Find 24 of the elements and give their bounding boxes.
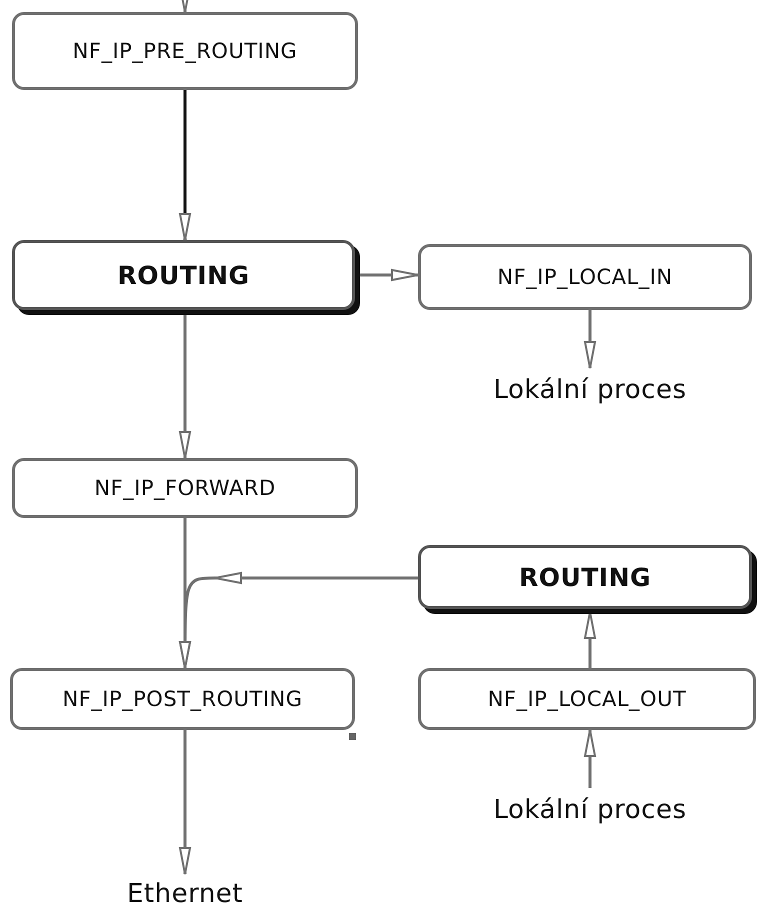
node-label: NF_IP_LOCAL_OUT [488, 687, 686, 711]
node-label: ROUTING [117, 260, 250, 290]
arrow [179, 313, 191, 459]
endpoint-label: Ethernet [127, 879, 243, 909]
endpoint-label: Lokální proces [493, 795, 687, 825]
endpoint-label: Lokální proces [493, 375, 687, 405]
arrow [584, 310, 596, 369]
node-label: NF_IP_LOCAL_IN [497, 265, 673, 289]
hook-box [418, 244, 752, 310]
arrow [179, 0, 191, 13]
node-label: NF_IP_POST_ROUTING [62, 687, 302, 711]
node-label: NF_IP_FORWARD [94, 476, 276, 500]
hook-box [418, 668, 756, 730]
hook-box [12, 458, 358, 518]
arrow [584, 729, 596, 788]
arrow [178, 572, 418, 668]
hook-box [10, 668, 355, 730]
hook-box [12, 12, 358, 90]
node-label: NF_IP_PRE_ROUTING [72, 39, 298, 63]
arrow [179, 730, 191, 875]
node-label: ROUTING [518, 562, 652, 592]
arrow [359, 269, 419, 281]
arrow [584, 611, 596, 668]
arrow [179, 90, 191, 241]
